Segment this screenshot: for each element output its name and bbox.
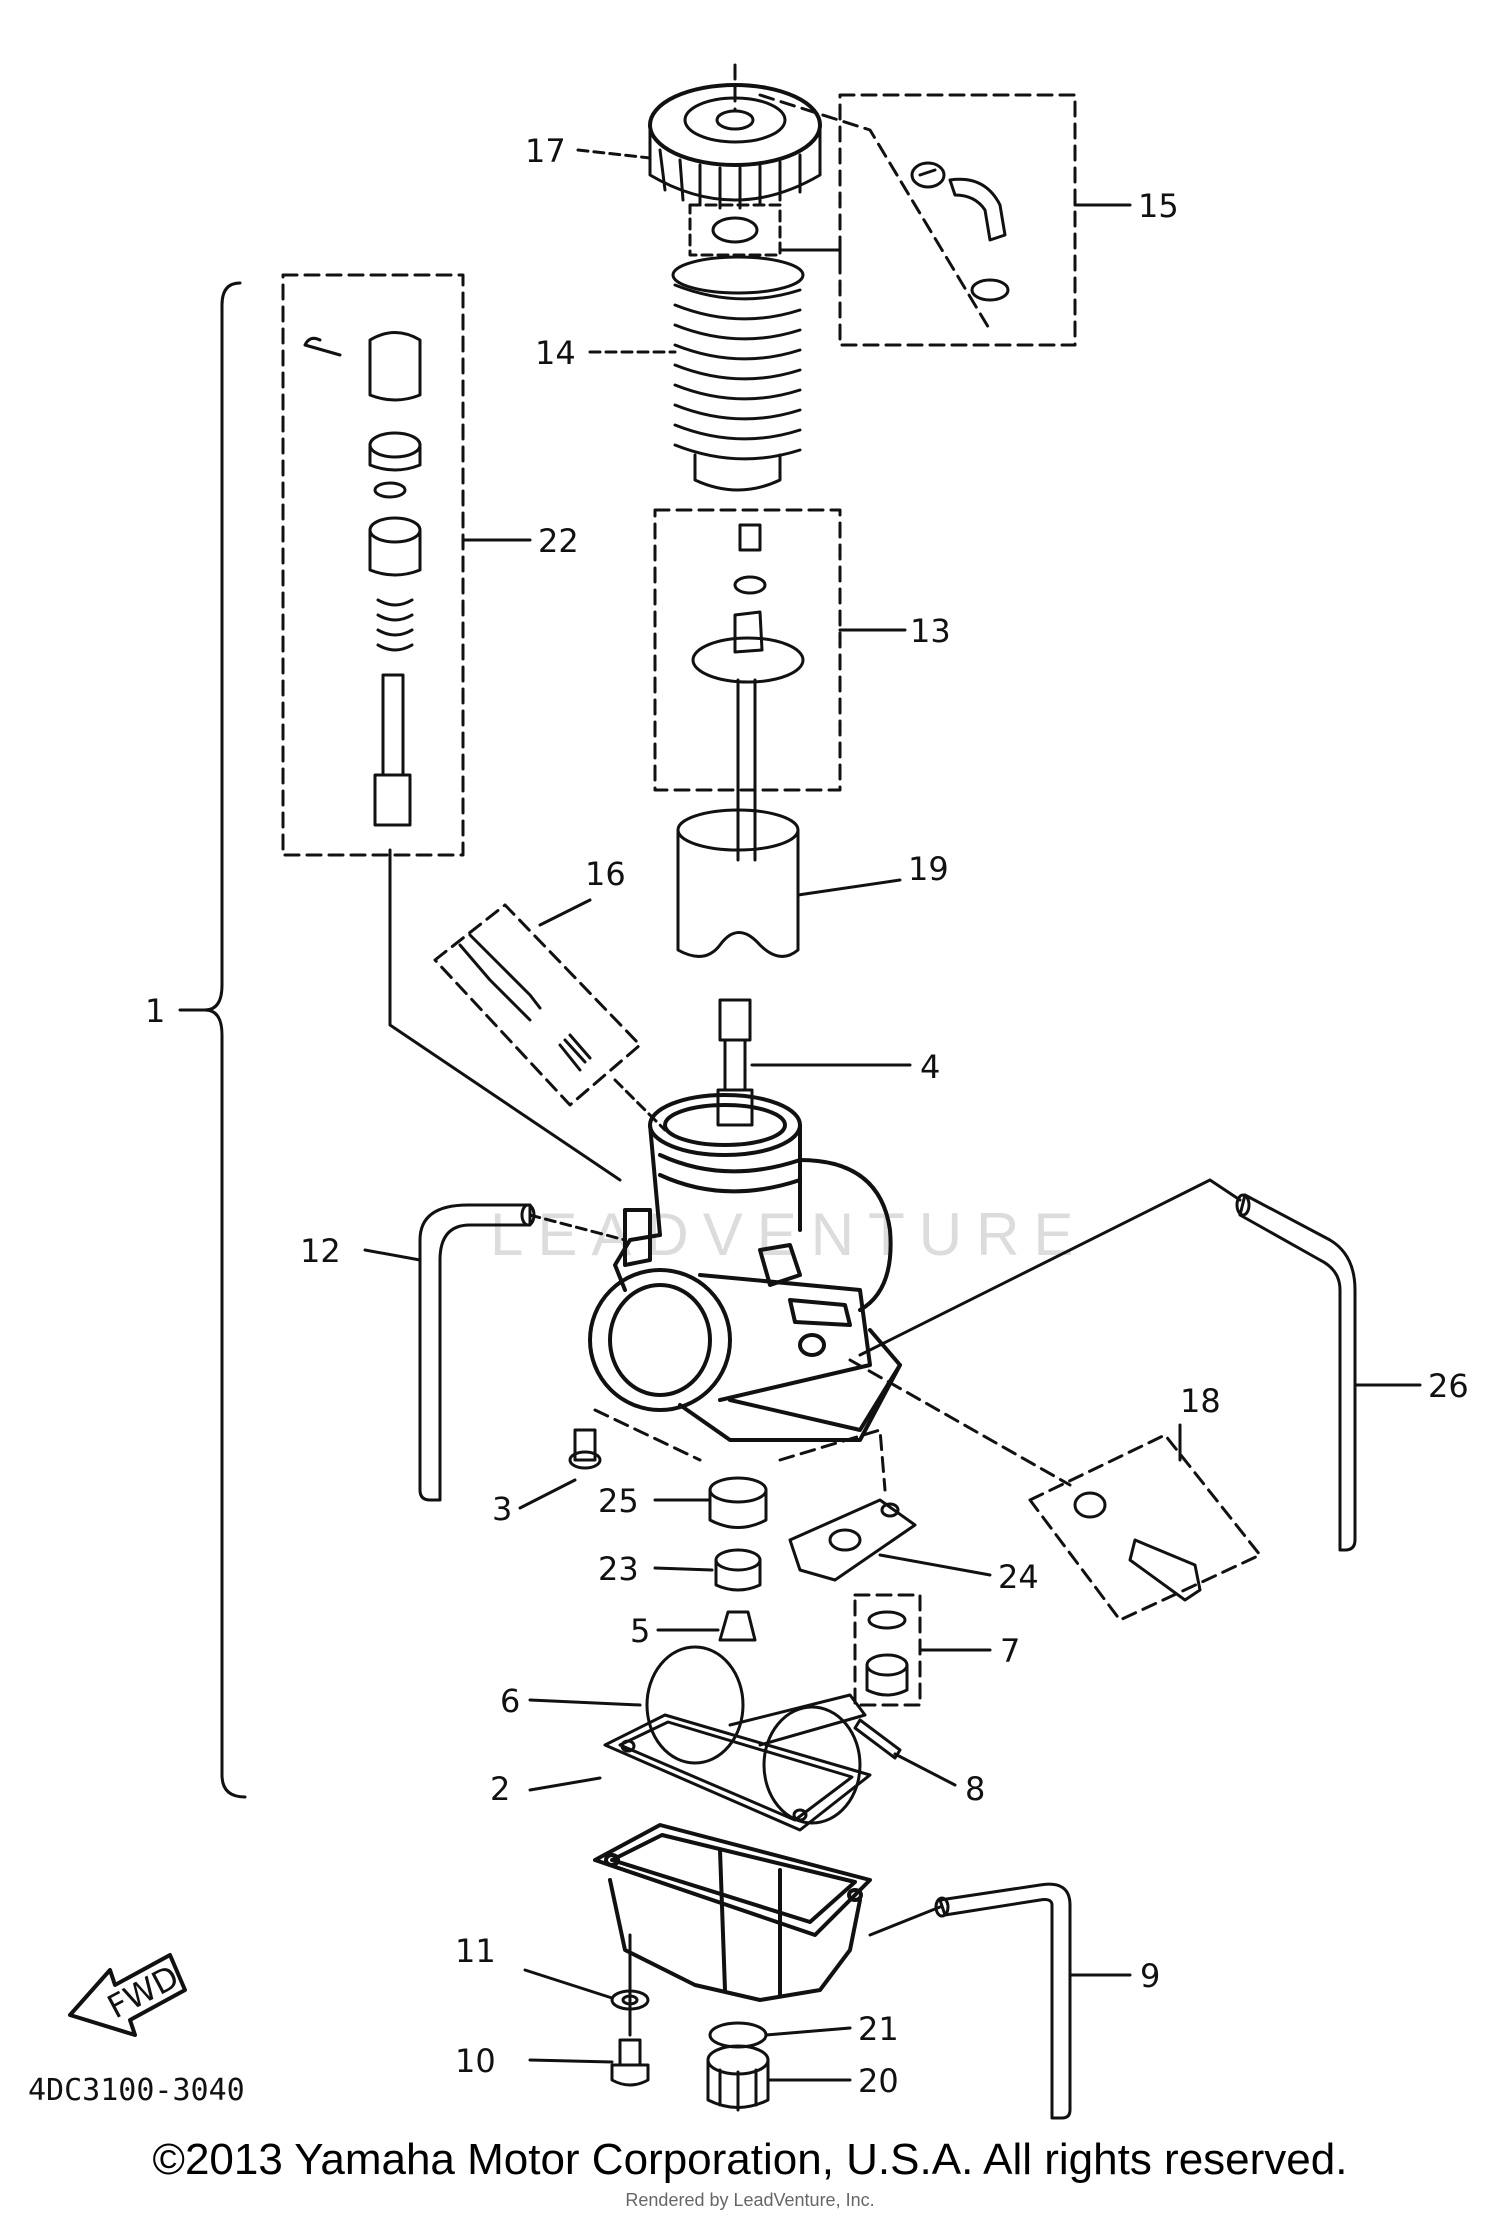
drain-screw-7 [853, 1593, 922, 1707]
callout-2: 2 [490, 1770, 510, 1808]
float-pin-8 [853, 1718, 902, 1760]
needle-assembly-13 [653, 508, 842, 862]
leader-21 [764, 2026, 852, 2037]
callout-20: 20 [858, 2062, 899, 2100]
part-code: 4DC3100-3040 [28, 2073, 245, 2108]
vent-hose-26 [1235, 1193, 1357, 1552]
callout-8: 8 [965, 1770, 985, 1808]
leader-19 [796, 878, 902, 897]
leader-12 [363, 1248, 422, 1262]
callout-12: 12 [300, 1232, 341, 1270]
float-bowl [593, 1823, 872, 2002]
screw-part-3 [568, 1428, 602, 1470]
callout-4: 4 [920, 1048, 940, 1086]
callout-26: 26 [1428, 1367, 1469, 1405]
link-18-body [848, 1358, 1072, 1487]
callout-15: 15 [1138, 187, 1179, 225]
leader-6 [528, 1698, 642, 1707]
dash-group-25 [593, 1408, 887, 1492]
idle-screw-18 [1028, 1433, 1262, 1622]
air-screw-16 [433, 903, 642, 1107]
fwd-arrow-icon: FWD [68, 1953, 187, 2037]
callout-16: 16 [585, 855, 626, 893]
main-jet-5 [718, 1610, 757, 1642]
link-26-body [858, 1178, 1242, 1357]
copyright-notice: ©2013 Yamaha Motor Corporation, U.S.A. A… [152, 2135, 1348, 2184]
callout-22: 22 [538, 522, 579, 560]
plug-part-20 [706, 2044, 770, 2112]
dash-link-15 [733, 63, 992, 332]
oring-part-21 [708, 2021, 768, 2049]
callout-7: 7 [1000, 1632, 1020, 1670]
leader-3 [518, 1478, 577, 1510]
plate-part-24 [788, 1498, 917, 1582]
callout-3: 3 [492, 1490, 512, 1528]
screw-part-10 [610, 2038, 650, 2087]
assembly-bracket [203, 281, 247, 1799]
drain-hose-9 [934, 1882, 1072, 2120]
fitting-box-15 [838, 93, 1077, 347]
callout-10: 10 [455, 2042, 496, 2080]
throttle-valve-19 [676, 808, 800, 958]
callout-13: 13 [910, 612, 951, 650]
link-12-body [528, 1213, 627, 1242]
link-16-body [613, 1078, 667, 1132]
cap-part-17 [648, 83, 822, 210]
callout-17: 17 [525, 132, 566, 170]
spring-part-14 [671, 255, 805, 492]
callout-5: 5 [630, 1612, 650, 1650]
leader-2 [528, 1776, 602, 1792]
callout-23: 23 [598, 1550, 639, 1588]
leader-17 [576, 148, 652, 160]
carburetor-body [588, 1093, 902, 1442]
watermark: LEADVENTURE [490, 1201, 1087, 1268]
gasket-part-2 [603, 1713, 872, 1832]
starter-plunger-22 [281, 273, 465, 857]
leader-23 [653, 1566, 714, 1572]
callout-11: 11 [455, 1932, 496, 1970]
leader-11 [523, 1968, 614, 2000]
callout-21: 21 [858, 2010, 899, 2048]
jet-holder-23 [714, 1548, 762, 1592]
callout-6: 6 [500, 1682, 520, 1720]
callout-9: 9 [1140, 1957, 1160, 1995]
callout-1: 1 [145, 992, 165, 1030]
callout-18: 18 [1180, 1382, 1221, 1420]
link-9-bowl [868, 1905, 942, 1937]
leader-10 [528, 2058, 614, 2064]
float-valve-seat-25 [708, 1476, 768, 1529]
callout-25: 25 [598, 1482, 639, 1520]
callout-19: 19 [908, 850, 949, 888]
link-22-body [388, 848, 622, 1182]
rendered-by-note: Rendered by LeadVenture, Inc. [625, 2190, 875, 2210]
callout-14: 14 [535, 334, 576, 372]
leader-16 [538, 898, 592, 927]
leader-24 [878, 1553, 992, 1577]
callout-24: 24 [998, 1558, 1039, 1596]
seal-ring [688, 203, 842, 272]
float-part-6 [645, 1645, 867, 1825]
leader-8 [893, 1752, 957, 1787]
